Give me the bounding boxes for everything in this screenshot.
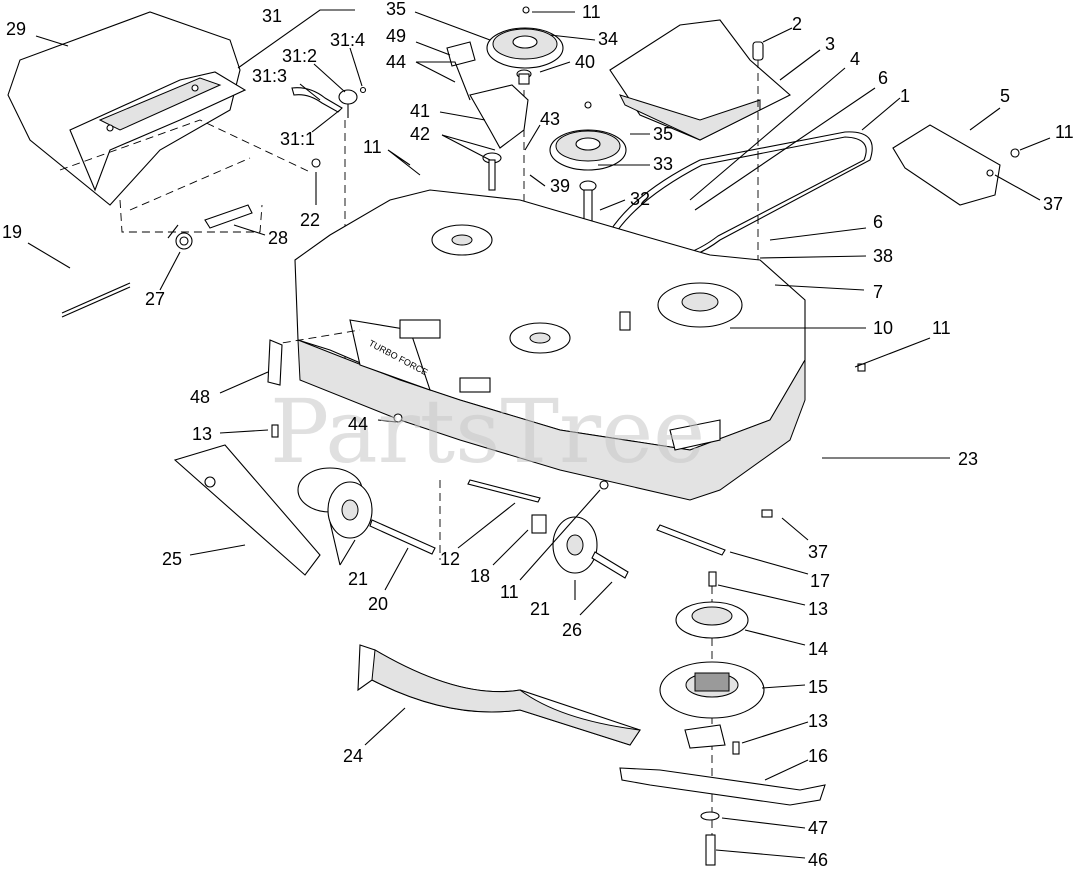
callout-32: 32	[630, 189, 650, 209]
spring-and-pin	[61, 158, 321, 318]
callout-14: 14	[808, 639, 828, 659]
callout-25: 25	[162, 549, 182, 569]
callout-4: 4	[850, 49, 860, 69]
callout-11-right: 11	[1055, 122, 1074, 142]
callout-13-low: 13	[808, 711, 828, 731]
mount-bracket	[892, 124, 1020, 206]
callout-2: 2	[792, 14, 802, 34]
idler-pulley-lower	[549, 101, 627, 231]
callout-28: 28	[268, 228, 288, 248]
callout-7: 7	[873, 282, 883, 302]
callout-17: 17	[810, 571, 830, 591]
callout-13-spindle: 13	[808, 599, 828, 619]
callout-44-top: 44	[386, 52, 406, 72]
callout-35-mid: 35	[653, 124, 673, 144]
callout-21-right: 21	[530, 599, 550, 619]
callout-1: 1	[900, 86, 910, 106]
callout-labels: 29 31 31:4 31:2 31:3 31:1 35 11 34 49 44…	[2, 0, 1074, 870]
callout-41: 41	[410, 101, 430, 121]
callout-31-3: 31:3	[252, 66, 287, 86]
spindle-assembly	[619, 571, 826, 866]
callout-34: 34	[598, 29, 618, 49]
callout-37-low: 37	[808, 542, 828, 562]
callout-11-low: 11	[500, 582, 519, 602]
callout-12: 12	[440, 549, 460, 569]
callout-35-top: 35	[386, 0, 406, 19]
callout-21-left: 21	[348, 569, 368, 589]
baffle	[357, 644, 641, 746]
callout-42: 42	[410, 124, 430, 144]
callout-26: 26	[562, 620, 582, 640]
callout-40: 40	[575, 52, 595, 72]
callout-19: 19	[2, 222, 22, 242]
callout-27: 27	[145, 289, 165, 309]
idler-bracket	[446, 41, 529, 191]
callout-44-deck: 44	[348, 414, 368, 434]
callout-37-top: 37	[1043, 194, 1063, 214]
callout-22: 22	[300, 210, 320, 230]
callout-29: 29	[6, 19, 26, 39]
deflector-cover	[7, 11, 311, 233]
watermark-text: PartsTree	[270, 380, 705, 483]
leader-lines	[27, 9, 1051, 859]
mower-deck: TURBO FORCE	[269, 189, 806, 560]
callout-46: 46	[808, 850, 828, 870]
callout-47: 47	[808, 818, 828, 838]
callout-15: 15	[808, 677, 828, 697]
callout-31: 31	[262, 6, 282, 26]
callout-10: 10	[873, 318, 893, 338]
callout-33: 33	[653, 154, 673, 174]
callout-48: 48	[190, 387, 210, 407]
callout-24: 24	[343, 746, 363, 766]
callout-3: 3	[825, 34, 835, 54]
callout-31-1: 31:1	[280, 129, 315, 149]
callout-6-mid: 6	[873, 212, 883, 232]
callout-31-2: 31:2	[282, 46, 317, 66]
callout-23: 23	[958, 449, 978, 469]
callout-16: 16	[808, 746, 828, 766]
callout-43: 43	[540, 109, 560, 129]
callout-49: 49	[386, 26, 406, 46]
callout-6-top: 6	[878, 68, 888, 88]
callout-38: 38	[873, 246, 893, 266]
callout-11-top: 11	[582, 2, 601, 22]
belt-shield	[609, 19, 791, 300]
callout-13-left: 13	[192, 424, 212, 444]
callout-11-deck: 11	[932, 318, 951, 338]
callout-11-left: 11	[363, 137, 382, 157]
callout-5: 5	[1000, 86, 1010, 106]
callout-39: 39	[550, 176, 570, 196]
callout-20: 20	[368, 594, 388, 614]
callout-18: 18	[470, 566, 490, 586]
callout-31-4: 31:4	[330, 30, 365, 50]
